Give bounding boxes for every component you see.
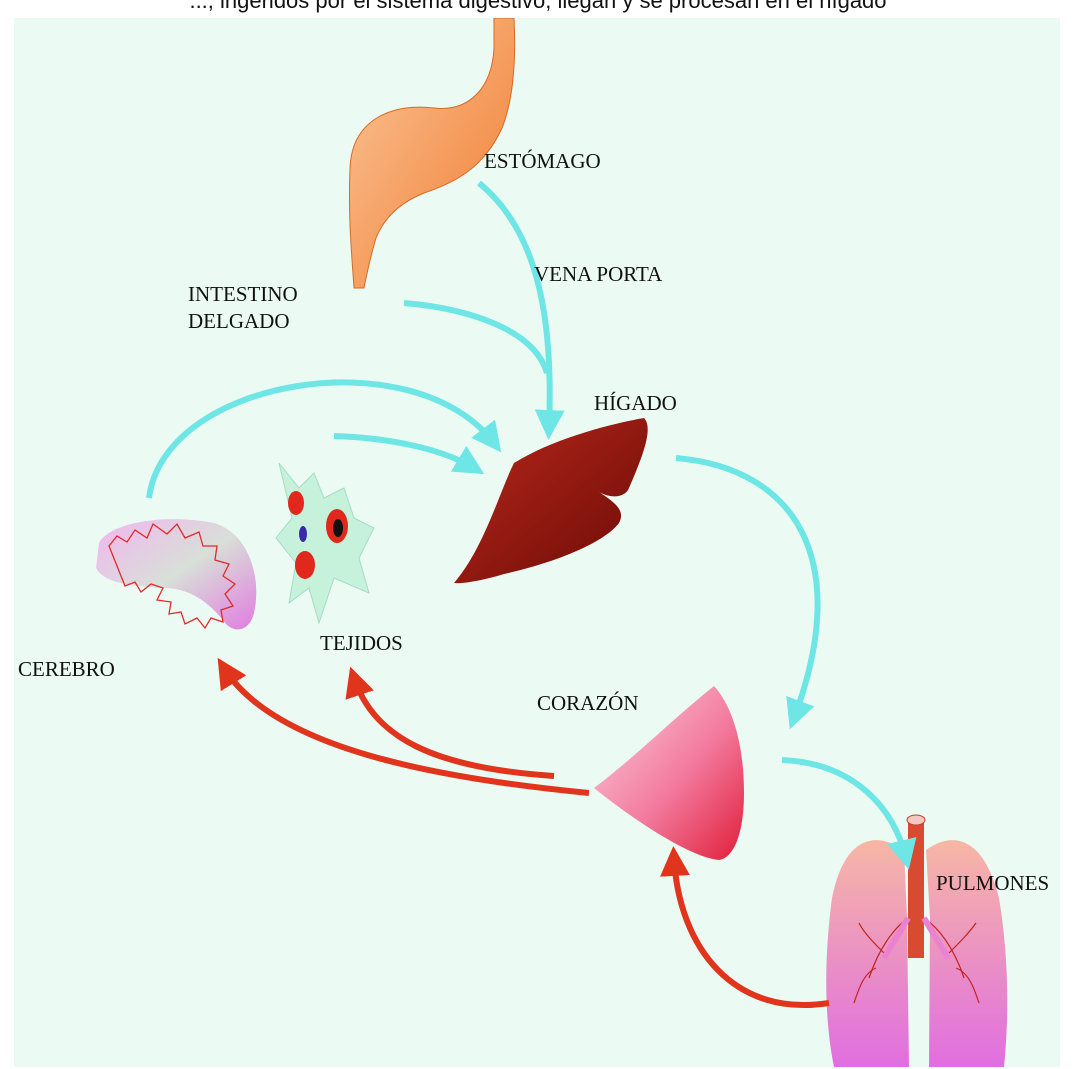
label-lungs: PULMONES	[936, 871, 1049, 895]
label-tissues: TEJIDOS	[320, 631, 403, 655]
label-small-intestine-line1: INTESTINO	[188, 282, 298, 306]
label-liver: HÍGADO	[594, 391, 677, 415]
label-heart: CORAZÓN	[537, 691, 639, 715]
label-portal-vein: VENA PORTA	[534, 262, 663, 286]
label-stomach: ESTÓMAGO	[484, 149, 601, 173]
label-small-intestine-line2: DELGADO	[188, 309, 289, 333]
circulation-diagram: ESTÓMAGO VENA PORTA INTESTINO DELGADO HÍ…	[14, 18, 1060, 1067]
label-brain: CEREBRO	[18, 657, 115, 681]
header-caption: ..., ingeridos por el sistema digestivo,…	[0, 0, 1076, 14]
